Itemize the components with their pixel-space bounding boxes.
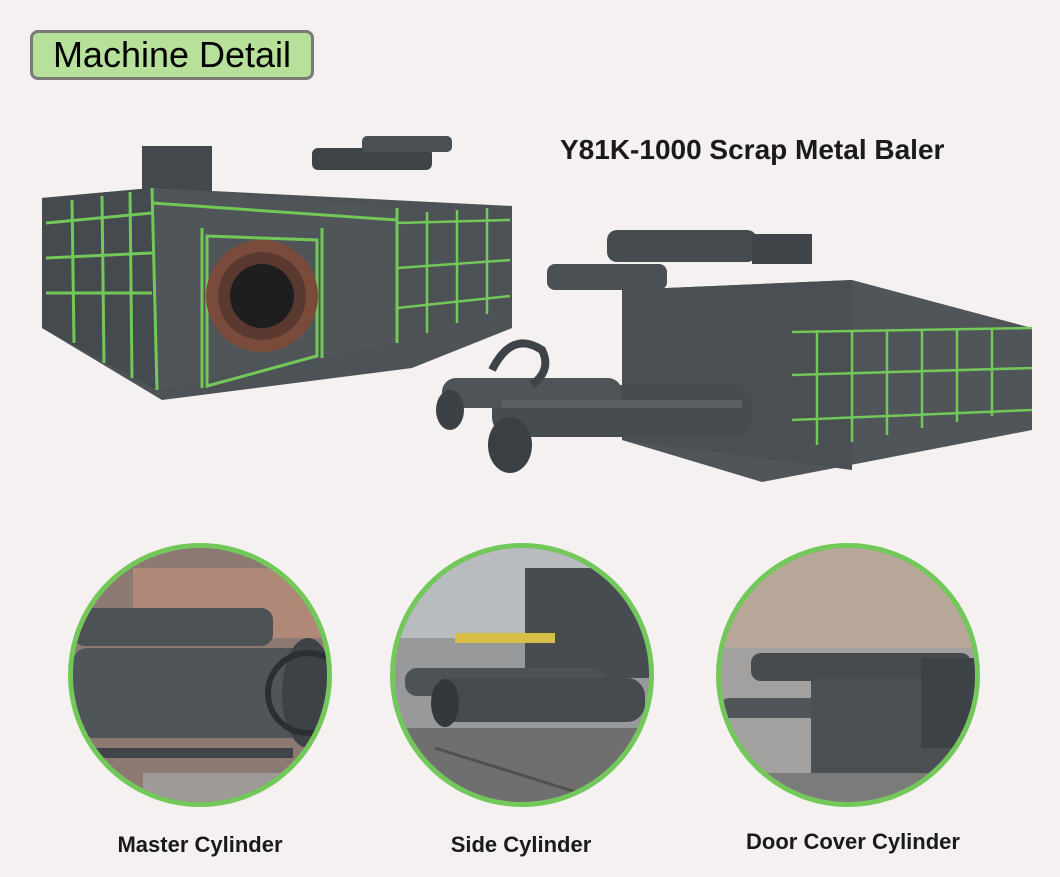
detail-photo-master-cylinder [68,543,332,807]
product-title: Y81K-1000 Scrap Metal Baler [560,134,945,165]
section-badge-label: Machine Detail [52,34,292,75]
machine-photo-front [432,210,1032,490]
detail-photo-side-cylinder [390,543,654,807]
caption-side-cylinder: Side Cylinder [450,832,592,857]
detail-photo-door-cover-cylinder [716,543,980,807]
section-badge: Machine Detail [30,30,314,80]
caption-door-cover-cylinder: Door Cover Cylinder [746,829,960,854]
machine-photo-rear [32,128,532,403]
caption-master-cylinder: Master Cylinder [117,832,283,857]
